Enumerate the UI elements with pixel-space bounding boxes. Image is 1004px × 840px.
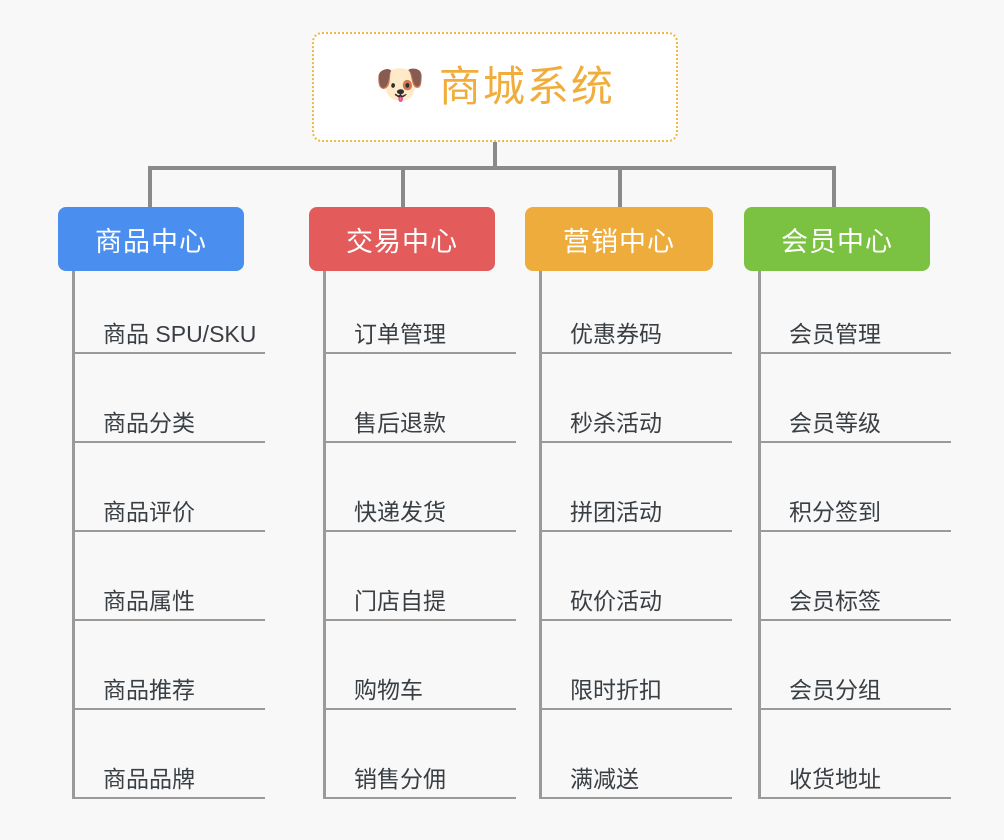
- list-item[interactable]: 会员标签: [761, 532, 951, 621]
- leaf-label: 砍价活动: [542, 588, 732, 621]
- leaf-label: 快递发货: [326, 499, 516, 532]
- leaf-label: 门店自提: [326, 588, 516, 621]
- list-item[interactable]: 限时折扣: [542, 621, 732, 710]
- connector-drop-trade-center: [401, 166, 405, 208]
- column-marketing-center: 营销中心 优惠券码 秒杀活动 拼团活动 砍价活动 限时折扣 满减送: [525, 207, 732, 799]
- list-item[interactable]: 销售分佣: [326, 710, 516, 799]
- list-item[interactable]: 拼团活动: [542, 443, 732, 532]
- leaf-label: 商品评价: [75, 499, 265, 532]
- category-header-trade-center[interactable]: 交易中心: [309, 207, 495, 271]
- list-item[interactable]: 砍价活动: [542, 532, 732, 621]
- leaf-label: 积分签到: [761, 499, 951, 532]
- leaf-label: 满减送: [542, 766, 732, 799]
- list-item[interactable]: 商品 SPU/SKU: [75, 271, 265, 354]
- list-item[interactable]: 商品分类: [75, 354, 265, 443]
- leaf-label: 优惠券码: [542, 321, 732, 354]
- connector-drop-product-center: [148, 166, 152, 208]
- list-item[interactable]: 门店自提: [326, 532, 516, 621]
- list-item[interactable]: 商品评价: [75, 443, 265, 532]
- leaf-list-marketing-center: 优惠券码 秒杀活动 拼团活动 砍价活动 限时折扣 满减送: [539, 271, 732, 799]
- leaf-label: 会员分组: [761, 677, 951, 710]
- list-item[interactable]: 商品推荐: [75, 621, 265, 710]
- leaf-label: 商品 SPU/SKU: [75, 321, 265, 354]
- connector-drop-member-center: [832, 166, 836, 208]
- leaf-label: 商品品牌: [75, 766, 265, 799]
- list-item[interactable]: 收货地址: [761, 710, 951, 799]
- leaf-label: 商品属性: [75, 588, 265, 621]
- leaf-label: 限时折扣: [542, 677, 732, 710]
- list-item[interactable]: 商品品牌: [75, 710, 265, 799]
- list-item[interactable]: 订单管理: [326, 271, 516, 354]
- category-header-product-center[interactable]: 商品中心: [58, 207, 244, 271]
- leaf-list-member-center: 会员管理 会员等级 积分签到 会员标签 会员分组 收货地址: [758, 271, 951, 799]
- list-item[interactable]: 商品属性: [75, 532, 265, 621]
- leaf-list-product-center: 商品 SPU/SKU 商品分类 商品评价 商品属性 商品推荐 商品品牌: [72, 271, 265, 799]
- leaf-label: 订单管理: [326, 321, 516, 354]
- column-product-center: 商品中心 商品 SPU/SKU 商品分类 商品评价 商品属性 商品推荐 商品品牌: [58, 207, 265, 799]
- column-member-center: 会员中心 会员管理 会员等级 积分签到 会员标签 会员分组 收货地址: [744, 207, 951, 799]
- list-item[interactable]: 会员管理: [761, 271, 951, 354]
- list-item[interactable]: 满减送: [542, 710, 732, 799]
- leaf-label: 商品分类: [75, 410, 265, 443]
- list-item[interactable]: 快递发货: [326, 443, 516, 532]
- list-item[interactable]: 会员分组: [761, 621, 951, 710]
- list-item[interactable]: 优惠券码: [542, 271, 732, 354]
- leaf-label: 会员等级: [761, 410, 951, 443]
- connector-drop-marketing-center: [618, 166, 622, 208]
- leaf-label: 收货地址: [761, 766, 951, 799]
- list-item[interactable]: 秒杀活动: [542, 354, 732, 443]
- category-header-marketing-center[interactable]: 营销中心: [525, 207, 713, 271]
- leaf-label: 购物车: [326, 677, 516, 710]
- leaf-label: 销售分佣: [326, 766, 516, 799]
- category-header-member-center[interactable]: 会员中心: [744, 207, 930, 271]
- root-node-title: 商城系统: [438, 63, 615, 110]
- root-node-mall-system[interactable]: 🐶 商城系统: [312, 32, 678, 142]
- list-item[interactable]: 售后退款: [326, 354, 516, 443]
- leaf-label: 会员标签: [761, 588, 951, 621]
- leaf-label: 售后退款: [326, 410, 516, 443]
- leaf-list-trade-center: 订单管理 售后退款 快递发货 门店自提 购物车 销售分佣: [323, 271, 516, 799]
- leaf-label: 商品推荐: [75, 677, 265, 710]
- list-item[interactable]: 积分签到: [761, 443, 951, 532]
- list-item[interactable]: 会员等级: [761, 354, 951, 443]
- leaf-label: 会员管理: [761, 321, 951, 354]
- column-trade-center: 交易中心 订单管理 售后退款 快递发货 门店自提 购物车 销售分佣: [309, 207, 516, 799]
- connector-horizontal-bus: [148, 166, 836, 170]
- connector-root-stem: [493, 142, 497, 170]
- shiba-dog-face-icon: 🐶: [375, 63, 425, 107]
- list-item[interactable]: 购物车: [326, 621, 516, 710]
- leaf-label: 拼团活动: [542, 499, 732, 532]
- leaf-label: 秒杀活动: [542, 410, 732, 443]
